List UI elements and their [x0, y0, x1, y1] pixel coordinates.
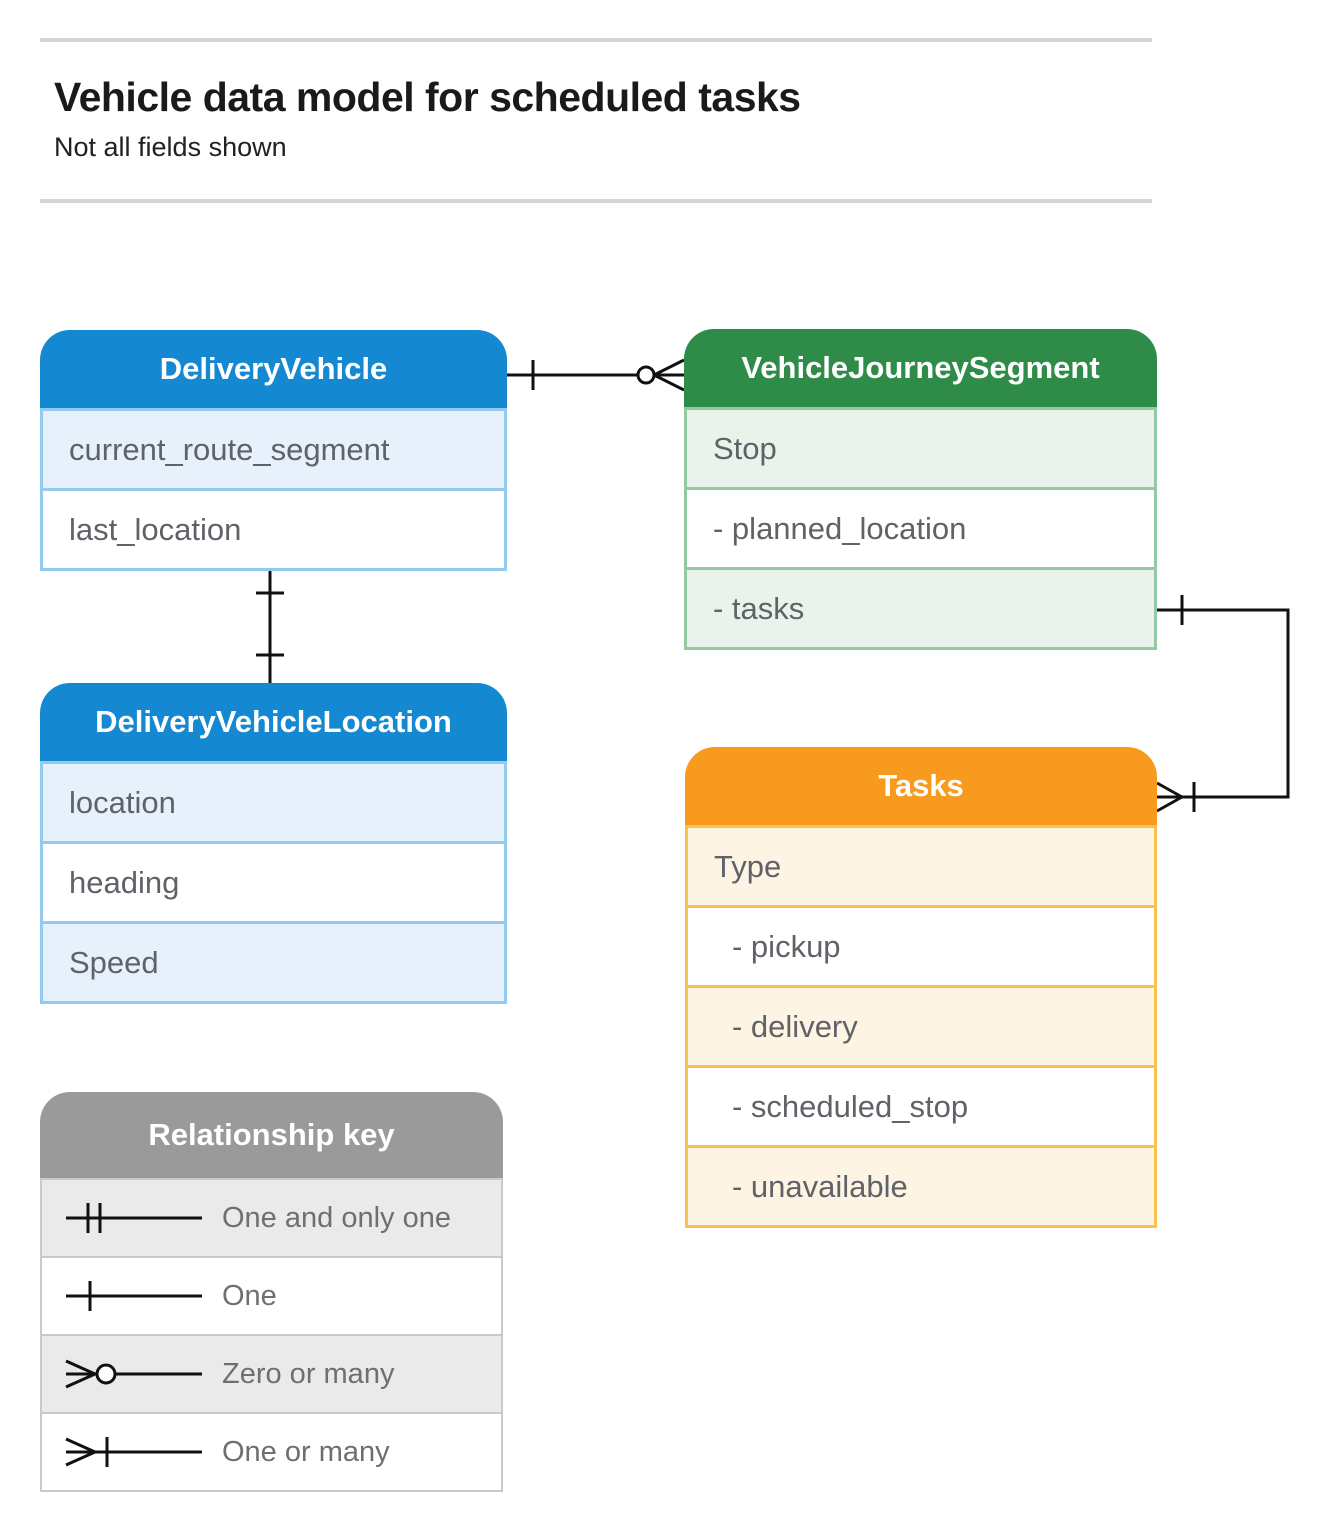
one-and-only-one-symbol [66, 1203, 202, 1233]
one-or-many-symbol [65, 1437, 202, 1467]
legend-label: Zero or many [222, 1357, 395, 1390]
entity-delivery-vehicle-title: DeliveryVehicle [40, 330, 507, 408]
field-row: - scheduled_stop [688, 1065, 1154, 1145]
top-divider [40, 38, 1152, 42]
entity-tasks: Tasks Type - pickup - delivery - schedul… [685, 747, 1157, 1228]
header-divider [40, 199, 1152, 203]
entity-delivery-vehicle: DeliveryVehicle current_route_segment la… [40, 330, 507, 571]
relationship-key-title: Relationship key [40, 1092, 503, 1178]
entity-delivery-vehicle-fields: current_route_segment last_location [40, 408, 507, 571]
entity-vehicle-journey-segment-fields: Stop - planned_location - tasks [684, 407, 1157, 650]
entity-vehicle-journey-segment: VehicleJourneySegment Stop - planned_loc… [684, 329, 1157, 650]
page-title: Vehicle data model for scheduled tasks [54, 74, 801, 120]
relationship-key-rows: One and only one One Zero or many [40, 1178, 503, 1492]
field-row: current_route_segment [43, 411, 504, 488]
legend-row: One [42, 1256, 501, 1334]
field-row: - unavailable [688, 1145, 1154, 1225]
legend-label: One or many [222, 1435, 390, 1468]
field-row: Speed [43, 921, 504, 1001]
legend-label: One [222, 1279, 277, 1312]
dv-dvl-connector [256, 571, 284, 683]
one-symbol [66, 1281, 202, 1311]
legend-row: Zero or many [42, 1334, 501, 1412]
legend-label: One and only one [222, 1201, 451, 1234]
entity-delivery-vehicle-location: DeliveryVehicleLocation location heading… [40, 683, 507, 1004]
field-row: - pickup [688, 905, 1154, 985]
vjs-tasks-connector [1151, 595, 1290, 813]
field-row: - planned_location [687, 487, 1154, 567]
field-row: Type [688, 828, 1154, 905]
legend-row: One and only one [42, 1180, 501, 1256]
field-row: heading [43, 841, 504, 921]
field-row: - tasks [687, 567, 1154, 647]
entity-vehicle-journey-segment-title: VehicleJourneySegment [684, 329, 1157, 407]
field-row: last_location [43, 488, 504, 568]
page-subtitle: Not all fields shown [54, 132, 287, 162]
entity-delivery-vehicle-location-fields: location heading Speed [40, 761, 507, 1004]
relationship-key: Relationship key One and only one One [40, 1092, 503, 1492]
zero-or-many-symbol [65, 1359, 202, 1389]
dv-vjs-connector [507, 358, 685, 392]
field-row: location [43, 764, 504, 841]
field-row: Stop [687, 410, 1154, 487]
legend-row: One or many [42, 1412, 501, 1490]
entity-tasks-fields: Type - pickup - delivery - scheduled_sto… [685, 825, 1157, 1228]
entity-tasks-title: Tasks [685, 747, 1157, 825]
field-row: - delivery [688, 985, 1154, 1065]
entity-delivery-vehicle-location-title: DeliveryVehicleLocation [40, 683, 507, 761]
